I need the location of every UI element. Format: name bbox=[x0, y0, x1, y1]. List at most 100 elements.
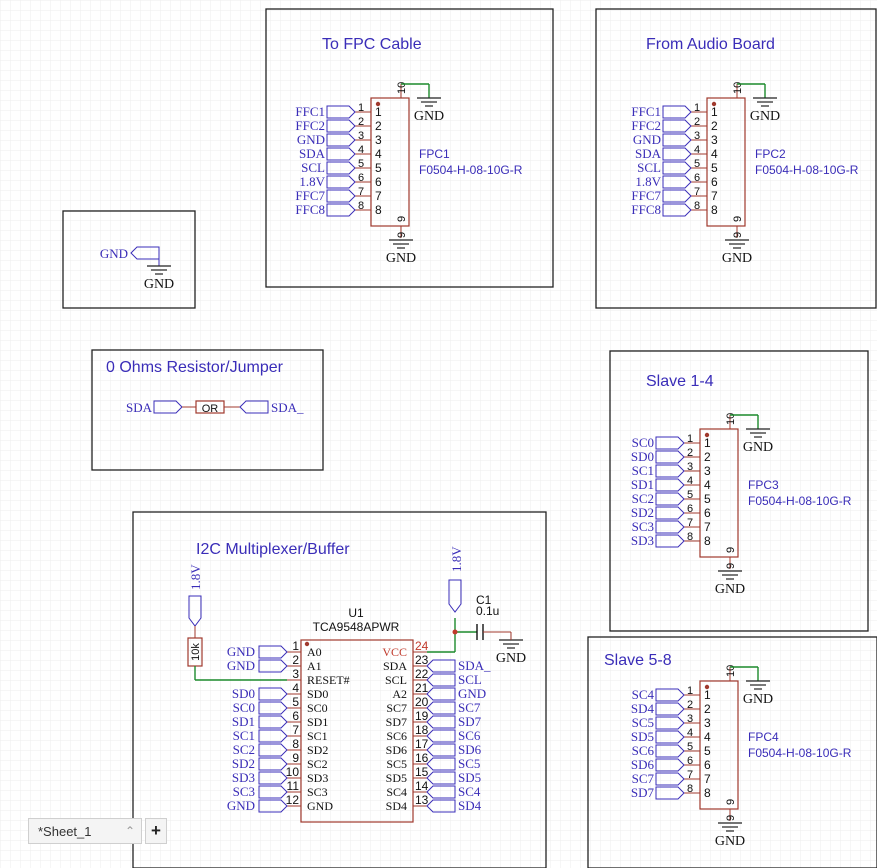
net-label: GND bbox=[227, 798, 255, 813]
pin-number: 10 bbox=[725, 413, 737, 425]
pin-name: SC2 bbox=[307, 757, 328, 771]
pin-number-outer: 1 bbox=[694, 102, 700, 114]
net-label: SD0 bbox=[232, 686, 255, 701]
net-flag-icon bbox=[258, 729, 288, 743]
slave58-connector-body[interactable] bbox=[699, 680, 739, 810]
pin-number: 8 bbox=[704, 786, 711, 800]
pin-name: SCL bbox=[385, 673, 407, 687]
net-flag-icon bbox=[662, 119, 692, 133]
sheet-tab-bar: *Sheet_1 ⌃ + bbox=[28, 818, 167, 844]
to-fpc-frame[interactable] bbox=[265, 8, 554, 288]
net-flag-icon bbox=[655, 506, 685, 520]
net-flag-icon bbox=[426, 771, 456, 785]
pin-number-outer: 5 bbox=[687, 489, 693, 501]
net-label: 1.8V bbox=[299, 174, 325, 189]
pin-name: GND bbox=[307, 799, 333, 813]
slave14-frame[interactable] bbox=[609, 350, 869, 632]
pin-number: 5 bbox=[292, 695, 299, 709]
net-flag-icon bbox=[655, 772, 685, 786]
to-fpc-connector-body[interactable] bbox=[370, 97, 410, 227]
pin-number: 13 bbox=[415, 793, 429, 807]
pin-number-outer: 2 bbox=[358, 116, 364, 128]
net-label: SC7 bbox=[632, 771, 655, 786]
net-label: FFC1 bbox=[631, 104, 661, 119]
pin-number-outer: 3 bbox=[694, 130, 700, 142]
net-flag-icon bbox=[655, 450, 685, 464]
pin-number: 15 bbox=[415, 765, 429, 779]
pin-number: 2 bbox=[704, 702, 711, 716]
pin-name: SD1 bbox=[307, 715, 328, 729]
pin-number-outer: 8 bbox=[358, 200, 364, 212]
pin-number-outer: 3 bbox=[687, 713, 693, 725]
net-label: FFC8 bbox=[631, 202, 661, 217]
pin-number: 2 bbox=[375, 119, 382, 133]
net-flag-icon bbox=[326, 147, 356, 161]
to-fpc-ref: FPC1 bbox=[419, 147, 450, 161]
net-label: GND bbox=[633, 132, 661, 147]
pin-number: 3 bbox=[375, 133, 382, 147]
gnd-block-frame[interactable] bbox=[62, 210, 196, 309]
mux-ic-body[interactable] bbox=[300, 639, 414, 823]
pin-number: 9 bbox=[725, 799, 737, 805]
net-flag-icon bbox=[258, 715, 288, 729]
pin-name: A1 bbox=[307, 659, 322, 673]
pin-number: 1 bbox=[375, 105, 382, 119]
net-flag-icon bbox=[326, 189, 356, 203]
pin-number: 2 bbox=[292, 653, 299, 667]
slave14-connector-body[interactable] bbox=[699, 428, 739, 558]
net-flag-icon bbox=[153, 400, 183, 414]
net-label: SCL bbox=[637, 160, 661, 175]
sheet-tab[interactable]: *Sheet_1 ⌃ bbox=[28, 818, 142, 844]
net-flag-icon bbox=[655, 492, 685, 506]
gnd-net-label: GND bbox=[496, 651, 526, 666]
net-flag-icon bbox=[426, 659, 456, 673]
pin-name: SC6 bbox=[386, 729, 407, 743]
pin-name: SD5 bbox=[386, 771, 407, 785]
net-flag-icon bbox=[655, 744, 685, 758]
gnd-net-label: GND bbox=[414, 109, 444, 124]
from-audio-connector-body[interactable] bbox=[706, 97, 746, 227]
net-flag-icon bbox=[258, 701, 288, 715]
pin-number: 8 bbox=[375, 203, 382, 217]
power-flag-icon bbox=[448, 579, 462, 613]
net-flag-icon bbox=[326, 105, 356, 119]
pin-name: SC4 bbox=[386, 785, 407, 799]
from-audio-ref: FPC2 bbox=[755, 147, 786, 161]
net-flag-icon bbox=[258, 659, 288, 673]
net-flag-icon bbox=[662, 105, 692, 119]
net-label: GND bbox=[297, 132, 325, 147]
pin-number: 18 bbox=[415, 723, 429, 737]
jumper-frame[interactable] bbox=[91, 349, 324, 471]
mux-frame[interactable] bbox=[132, 511, 547, 868]
from-audio-frame[interactable] bbox=[595, 8, 877, 309]
pin-number-outer: 7 bbox=[358, 186, 364, 198]
mux-ref: U1 bbox=[348, 606, 364, 620]
net-flag-icon bbox=[426, 757, 456, 771]
slave58-ref: FPC4 bbox=[748, 730, 779, 744]
net-flag-icon bbox=[655, 730, 685, 744]
net-label: FFC2 bbox=[631, 118, 661, 133]
pin-name: RESET# bbox=[307, 673, 350, 687]
pin-number-outer: 4 bbox=[358, 144, 364, 156]
net-label: FFC7 bbox=[295, 188, 325, 203]
pin-name: A0 bbox=[307, 645, 322, 659]
chevron-up-icon[interactable]: ⌃ bbox=[124, 824, 135, 838]
slave58-frame[interactable] bbox=[587, 636, 877, 868]
pin-number-outer: 1 bbox=[687, 685, 693, 697]
power-flag-icon bbox=[188, 595, 202, 627]
net-label: SD0 bbox=[631, 449, 654, 464]
pin-number-outer: 3 bbox=[358, 130, 364, 142]
net-label: SC5 bbox=[458, 756, 480, 771]
pin-number: 1 bbox=[711, 105, 718, 119]
add-sheet-button[interactable]: + bbox=[145, 818, 167, 844]
gnd-icon: GND bbox=[750, 97, 780, 124]
pin-number: 24 bbox=[415, 639, 429, 653]
pin-number: 6 bbox=[292, 709, 299, 723]
net-flag-icon bbox=[662, 203, 692, 217]
gnd-icon: GND bbox=[722, 239, 752, 266]
pin-number: 3 bbox=[711, 133, 718, 147]
net-flag-icon bbox=[426, 729, 456, 743]
gnd-icon: GND bbox=[496, 639, 526, 666]
net-label: SD2 bbox=[631, 505, 654, 520]
